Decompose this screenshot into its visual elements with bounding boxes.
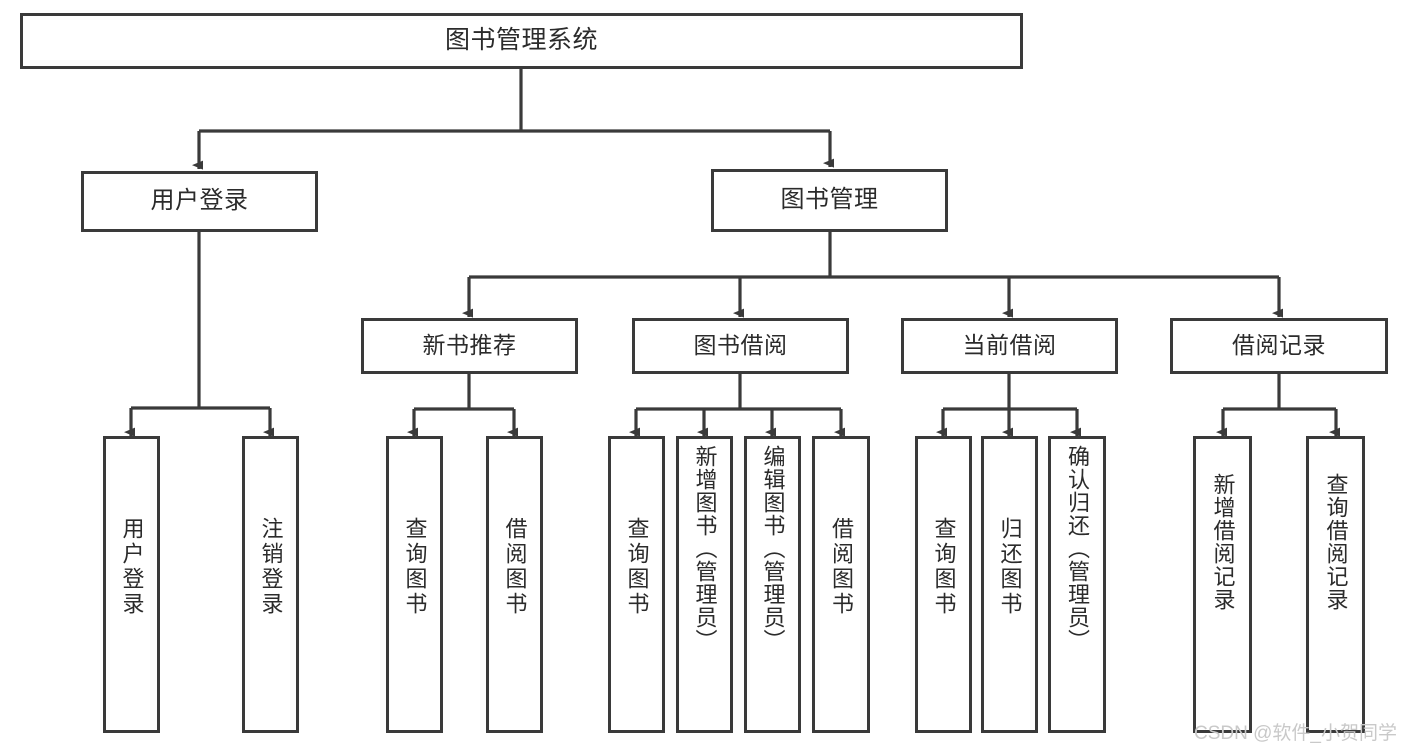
node-borrow-record[interactable]: 借阅记录 xyxy=(1170,318,1388,374)
node-user-login[interactable]: 用户登录 xyxy=(81,171,318,232)
node-leaf-query-borrow-record[interactable]: 查询借阅记录 xyxy=(1306,436,1365,733)
node-book-borrow-label: 图书借阅 xyxy=(693,332,788,359)
node-current-borrow[interactable]: 当前借阅 xyxy=(901,318,1118,374)
node-leaf-borrow-book-2[interactable]: 借阅图书 xyxy=(812,436,870,733)
node-leaf-add-book-admin-label: 新增图书（管理员） xyxy=(692,445,718,652)
node-leaf-logout-login[interactable]: 注销登录 xyxy=(242,436,299,733)
node-new-book-rec[interactable]: 新书推荐 xyxy=(361,318,578,374)
node-root[interactable]: 图书管理系统 xyxy=(20,13,1023,69)
node-leaf-edit-book-admin[interactable]: 编辑图书（管理员） xyxy=(744,436,801,733)
node-leaf-add-borrow-record[interactable]: 新增借阅记录 xyxy=(1193,436,1252,733)
node-leaf-query-book-3[interactable]: 查询图书 xyxy=(915,436,972,733)
node-leaf-logout-login-label: 注销登录 xyxy=(258,517,284,617)
node-current-borrow-label: 当前借阅 xyxy=(962,332,1057,359)
node-leaf-query-book-2-label: 查询图书 xyxy=(624,517,650,617)
node-leaf-confirm-return-admin-label: 确认归还（管理员） xyxy=(1065,445,1090,652)
node-leaf-query-book-3-label: 查询图书 xyxy=(931,517,957,617)
node-borrow-record-label: 借阅记录 xyxy=(1232,332,1326,359)
node-leaf-user-login[interactable]: 用户登录 xyxy=(103,436,160,733)
node-leaf-add-book-admin[interactable]: 新增图书（管理员） xyxy=(676,436,733,733)
node-root-label: 图书管理系统 xyxy=(444,26,598,55)
node-leaf-add-borrow-record-label: 新增借阅记录 xyxy=(1210,473,1236,611)
node-leaf-query-book-2[interactable]: 查询图书 xyxy=(608,436,665,733)
node-leaf-query-borrow-record-label: 查询借阅记录 xyxy=(1323,473,1349,611)
node-user-login-label: 用户登录 xyxy=(150,187,249,215)
node-new-book-rec-label: 新书推荐 xyxy=(422,332,517,359)
csdn-watermark: CSDN @软件_小贺同学 xyxy=(1194,723,1397,744)
node-leaf-edit-book-admin-label: 编辑图书（管理员） xyxy=(760,445,786,652)
node-leaf-borrow-book-1[interactable]: 借阅图书 xyxy=(486,436,543,733)
node-leaf-borrow-book-1-label: 借阅图书 xyxy=(502,517,528,617)
node-leaf-borrow-book-2-label: 借阅图书 xyxy=(829,517,854,617)
node-book-manage-label: 图书管理 xyxy=(780,186,879,214)
node-leaf-query-book-1[interactable]: 查询图书 xyxy=(386,436,443,733)
node-leaf-return-book[interactable]: 归还图书 xyxy=(981,436,1038,733)
node-leaf-return-book-label: 归还图书 xyxy=(997,517,1023,617)
node-book-borrow[interactable]: 图书借阅 xyxy=(632,318,849,374)
node-leaf-user-login-label: 用户登录 xyxy=(119,517,145,617)
node-book-manage[interactable]: 图书管理 xyxy=(711,169,948,232)
node-leaf-confirm-return-admin[interactable]: 确认归还（管理员） xyxy=(1048,436,1106,733)
node-leaf-query-book-1-label: 查询图书 xyxy=(402,517,428,617)
